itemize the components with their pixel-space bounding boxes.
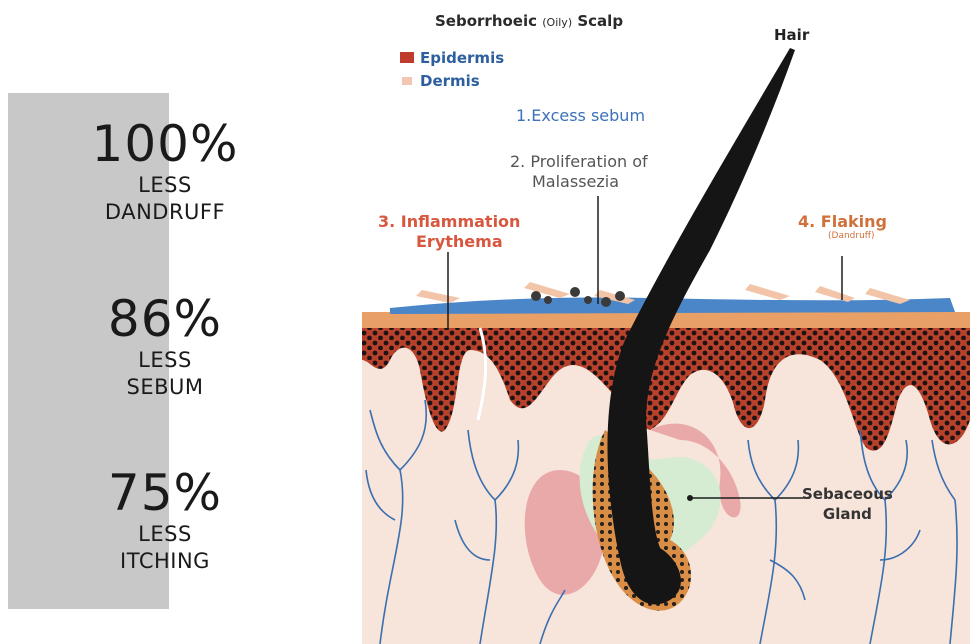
stat-dandruff: 100% LESS DANDRUFF	[60, 116, 270, 226]
stat-sebum: 86% LESS SEBUM	[60, 291, 270, 401]
legend-dermis: Dermis	[420, 72, 480, 90]
step-flaking: 4. Flaking	[798, 212, 887, 231]
stat-line2: SEBUM	[60, 374, 270, 401]
step2-line2: Malassezia	[510, 172, 648, 192]
stat-value: 100%	[60, 116, 270, 172]
scalp-diagram: Seborrhoeic (Oily) Scalp Epidermis Dermi…	[350, 0, 970, 644]
gland-line2: Gland	[802, 504, 893, 524]
stat-line1: LESS	[60, 521, 270, 548]
step-malassezia: 2. Proliferation of Malassezia	[510, 152, 648, 192]
stat-line1: LESS	[60, 172, 270, 199]
legend-epidermis: Epidermis	[420, 49, 504, 67]
stat-value: 75%	[60, 465, 270, 521]
stat-line1: LESS	[60, 347, 270, 374]
epidermis-swatch	[400, 52, 414, 63]
dermis-swatch	[402, 77, 412, 85]
stats-panel: 100% LESS DANDRUFF 86% LESS SEBUM 75% LE…	[0, 0, 340, 644]
step-inflammation: 3. Inflammation Erythema	[378, 212, 520, 252]
step-flaking-sub: (Dandruff)	[828, 231, 875, 241]
title-end: Scalp	[577, 12, 623, 30]
stat-line2: ITCHING	[60, 548, 270, 575]
step-excess-sebum: 1.Excess sebum	[516, 106, 645, 125]
scalp-illustration	[350, 0, 970, 644]
stat-value: 86%	[60, 291, 270, 347]
diagram-title: Seborrhoeic (Oily) Scalp	[435, 12, 623, 30]
stat-itching: 75% LESS ITCHING	[60, 465, 270, 575]
step3-line1: 3. Inflammation	[378, 212, 520, 231]
hair-label: Hair	[774, 26, 809, 44]
step3-line2: Erythema	[378, 232, 520, 252]
sebaceous-gland-label: Sebaceous Gland	[802, 484, 893, 524]
title-main: Seborrhoeic	[435, 12, 537, 30]
stat-line2: DANDRUFF	[60, 199, 270, 226]
gland-line1: Sebaceous	[802, 484, 893, 504]
title-paren: (Oily)	[542, 16, 572, 29]
step2-line1: 2. Proliferation of	[510, 152, 648, 172]
